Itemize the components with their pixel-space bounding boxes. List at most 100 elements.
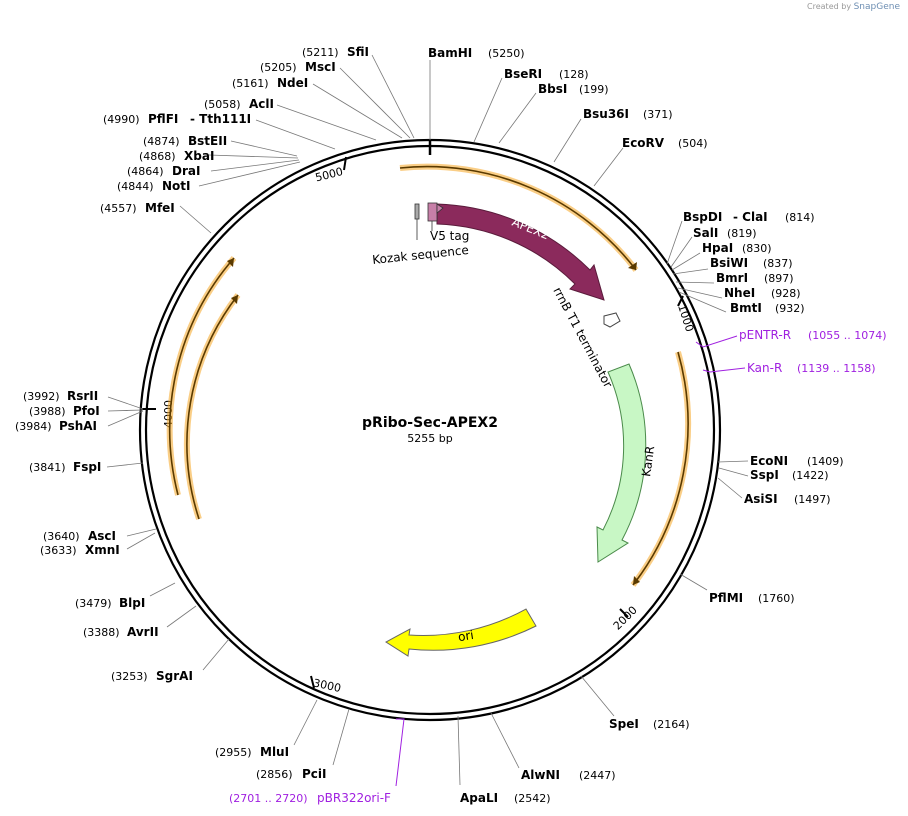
primer-pentr-r[interactable]: pENTR-R	[739, 328, 791, 342]
leader-avrii	[166, 605, 197, 628]
v5-tag-label: V5 tag	[430, 229, 469, 243]
enzyme-bamhi-pos: (5250)	[488, 47, 525, 60]
enzyme-ecorv-pos: (504)	[678, 137, 708, 150]
enzyme-xbai-pos: (4868)	[139, 150, 176, 163]
enzyme-sfii[interactable]: SfiI	[347, 45, 369, 59]
enzyme-pfoi[interactable]: PfoI	[73, 404, 100, 418]
plasmid-name: pRibo-Sec-APEX2	[362, 415, 498, 431]
orf-arc-left-outer-glow	[166, 256, 237, 496]
enzyme-acli[interactable]: AclI	[249, 97, 274, 111]
orf-arc-left-outer	[168, 257, 235, 496]
enzyme-apali[interactable]: ApaLI	[460, 791, 498, 805]
enzyme-fspi[interactable]: FspI	[73, 460, 101, 474]
primer-leaders	[395, 335, 746, 787]
enzyme-pflmi-pos: (1760)	[758, 592, 795, 605]
leader-noti-group	[198, 140, 301, 187]
enzyme-drai-pos: (4864)	[127, 165, 164, 178]
leader-cluster-right	[666, 220, 727, 313]
enzyme-mfei-pos: (4557)	[100, 202, 137, 215]
leader-pbr322	[395, 718, 405, 787]
enzyme-ndei[interactable]: NdeI	[277, 76, 308, 90]
enzyme-bmti[interactable]: BmtI	[730, 301, 762, 315]
leader-mfei	[179, 205, 212, 234]
enzyme-spei[interactable]: SpeI	[609, 717, 639, 731]
snapgene-credit: Created by SnapGene	[807, 2, 900, 12]
enzyme-mfei[interactable]: MfeI	[145, 201, 175, 215]
enzyme-sali-pos: (819)	[727, 227, 757, 240]
enzyme-noti[interactable]: NotI	[162, 179, 191, 193]
enzyme-pflfi[interactable]: PflFI	[148, 112, 178, 126]
enzyme-bamhi[interactable]: BamHI	[428, 46, 472, 60]
rrnb-terminator-feature[interactable]	[603, 312, 621, 328]
kanr-feature[interactable]	[596, 363, 647, 563]
enzyme-pflmi[interactable]: PflMI	[709, 591, 743, 605]
leader-sgrai	[202, 638, 230, 671]
v5-tag-feature[interactable]	[427, 202, 438, 222]
rrnb-terminator-label: rrnB T1 terminator	[550, 285, 615, 390]
enzyme-econi[interactable]: EcoNI	[750, 454, 788, 468]
enzyme-asci[interactable]: AscI	[88, 529, 116, 543]
enzyme-xmni-pos: (3633)	[40, 544, 77, 557]
enzyme-avrii[interactable]: AvrII	[127, 625, 159, 639]
enzyme-bsiwi-pos: (837)	[763, 257, 793, 270]
enzyme-pcii[interactable]: PciI	[302, 767, 327, 781]
tick-2000-label: 2000	[611, 604, 640, 633]
enzyme-sali[interactable]: SalI	[693, 226, 718, 240]
enzyme-nhei[interactable]: NheI	[724, 286, 755, 300]
enzyme-bsteii[interactable]: BstEII	[188, 134, 227, 148]
primer-pbr322ori-f-range: (2701 .. 2720)	[229, 792, 308, 805]
enzyme-bseri[interactable]: BseRI	[504, 67, 542, 81]
leader-kan-r	[702, 367, 746, 373]
enzyme-mlui-pos: (2955)	[215, 746, 252, 759]
leader-bbsi	[498, 92, 537, 144]
enzyme-sspi[interactable]: SspI	[750, 468, 779, 482]
leader-econi-group	[717, 460, 749, 499]
primer-pentr-r-range: (1055 .. 1074)	[808, 329, 887, 342]
leader-pflfi	[255, 119, 336, 150]
enzyme-alwni[interactable]: AlwNI	[521, 768, 560, 782]
leader-pflmi	[679, 573, 708, 591]
enzyme-bsu36i[interactable]: Bsu36I	[583, 107, 629, 121]
enzyme-mlui[interactable]: MluI	[260, 745, 289, 759]
apex2-feature[interactable]	[436, 203, 605, 301]
enzyme-pflfi-pos: (4990)	[103, 113, 140, 126]
primer-kan-r[interactable]: Kan-R	[747, 361, 782, 375]
leader-ecorv	[593, 147, 624, 187]
enzyme-rsrii[interactable]: RsrII	[67, 389, 98, 403]
leader-rsrii-group	[107, 396, 144, 427]
tick-2000-mark	[619, 608, 629, 618]
primer-pbr322ori-f[interactable]: pBR322ori-F	[317, 791, 391, 805]
enzyme-blpi[interactable]: BlpI	[119, 596, 145, 610]
enzyme-noti-pos: (4844)	[117, 180, 154, 193]
leader-bsu36i	[553, 118, 582, 163]
enzyme-tth111i[interactable]: - Tth111I	[190, 112, 251, 126]
enzyme-econi-pos: (1409)	[807, 455, 844, 468]
enzyme-xbai[interactable]: XbaI	[184, 149, 214, 163]
enzyme-asisi[interactable]: AsiSI	[744, 492, 778, 506]
orf-arc-left-inner-glow	[183, 293, 241, 520]
kozak-label: Kozak sequence	[372, 243, 470, 267]
enzyme-msci[interactable]: MscI	[305, 60, 336, 74]
enzyme-bsu36i-pos: (371)	[643, 108, 673, 121]
enzyme-xmni[interactable]: XmnI	[85, 543, 120, 557]
enzyme-drai[interactable]: DraI	[172, 164, 200, 178]
enzyme-ecorv[interactable]: EcoRV	[622, 136, 665, 150]
enzyme-bmri[interactable]: BmrI	[716, 271, 748, 285]
enzyme-blpi-pos: (3479)	[75, 597, 112, 610]
enzyme-pcii-pos: (2856)	[256, 768, 293, 781]
enzyme-pshai[interactable]: PshAI	[59, 419, 97, 433]
enzyme-clai[interactable]: - ClaI	[733, 210, 768, 224]
enzyme-hpai[interactable]: HpaI	[702, 241, 733, 255]
kozak-feature[interactable]	[414, 203, 420, 220]
leader-ndei	[312, 83, 403, 139]
ori-feature[interactable]	[385, 608, 537, 657]
enzyme-leaders	[106, 54, 749, 786]
enzyme-sgrai[interactable]: SgrAI	[156, 669, 193, 683]
enzyme-apali-pos: (2542)	[514, 792, 551, 805]
enzyme-bbsi[interactable]: BbsI	[538, 82, 567, 96]
tick-3000-label: 3000	[312, 676, 342, 695]
plasmid-size: 5255 bp	[407, 432, 452, 445]
enzyme-bsiwi[interactable]: BsiWI	[710, 256, 748, 270]
enzyme-bspdi[interactable]: BspDI	[683, 210, 722, 224]
